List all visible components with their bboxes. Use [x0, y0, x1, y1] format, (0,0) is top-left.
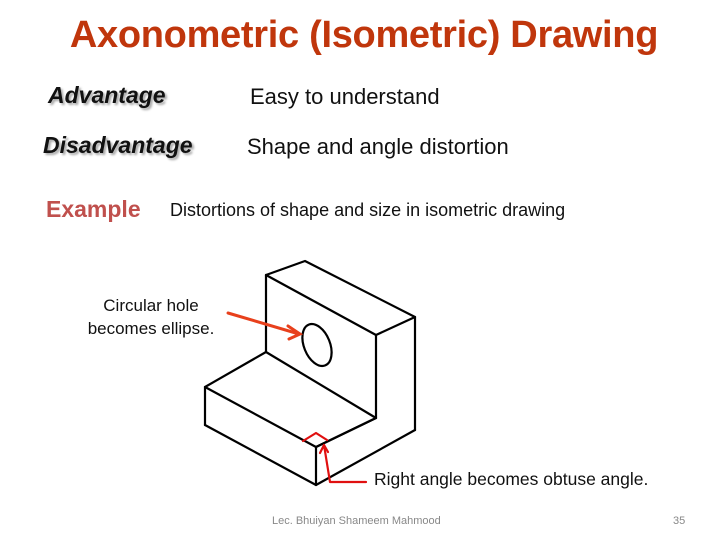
page-number: 35: [673, 515, 686, 527]
footer-author: Lec. Bhuiyan Shameem Mahmood: [272, 515, 441, 527]
disadvantage-text: Shape and angle distortion: [247, 134, 509, 159]
callout-right-angle: Right angle becomes obtuse angle.: [374, 469, 649, 489]
callout-hole-line1: Circular hole: [103, 296, 199, 315]
example-label: Example: [46, 196, 141, 222]
slide-title: Axonometric (Isometric) Drawing: [69, 14, 659, 56]
advantage-text: Easy to understand: [250, 84, 440, 109]
advantage-label: Advantage: [48, 82, 166, 108]
callout-hole-line2: becomes ellipse.: [87, 319, 215, 338]
example-text: Distortions of shape and size in isometr…: [170, 200, 566, 220]
callout-circular-hole: Circular hole becomes ellipse.: [66, 294, 236, 340]
disadvantage-label: Disadvantage: [43, 132, 193, 158]
